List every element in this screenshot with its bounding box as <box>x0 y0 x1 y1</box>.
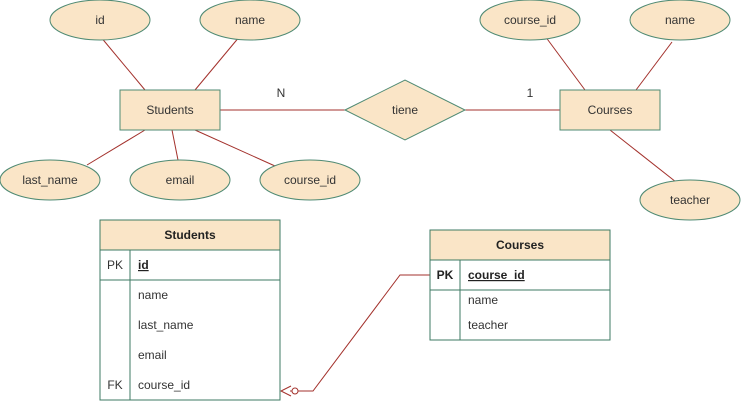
attr-courses-name <box>629 0 731 41</box>
attr-students-id <box>49 0 151 41</box>
attr-students-id-label: id <box>95 13 104 27</box>
table-students-header <box>99 219 281 251</box>
edge-courses-course-id <box>544 35 586 91</box>
cardinality-right: 1 <box>527 86 534 100</box>
attr-students-email-label: email <box>166 173 195 187</box>
attr-students-course-id-label: course_id <box>284 173 336 187</box>
connectors <box>86 35 677 397</box>
edge-courses-name <box>635 41 673 91</box>
crows-foot-many <box>279 385 292 397</box>
edge-students-last-name <box>86 129 146 166</box>
edge-students-name <box>194 35 241 91</box>
table-courses-title: Courses <box>496 238 544 252</box>
table-courses-pk-field: course_id <box>468 268 525 282</box>
cardinality-left: N <box>277 86 286 100</box>
er-students-group: Students id name last_name email course_… <box>0 0 361 201</box>
entity-students <box>119 89 221 131</box>
edge-students-email <box>171 129 179 161</box>
edge-fk-relationship <box>290 274 430 392</box>
er-courses-group: Courses course_id name teacher <box>479 0 741 221</box>
table-students-field-email: email <box>138 348 167 362</box>
crows-foot-zero <box>291 387 299 395</box>
relationship-label: tiene <box>392 103 418 117</box>
table-students-field-course-id: course_id <box>138 378 190 392</box>
table-courses-field-name: name <box>468 293 498 307</box>
table-students-fk-key: FK <box>107 378 122 392</box>
table-students-field-name: name <box>138 288 168 302</box>
attr-students-email <box>129 159 231 201</box>
attr-courses-name-label: name <box>665 13 695 27</box>
relationship-diamond <box>343 79 467 141</box>
attr-courses-teacher-label: teacher <box>670 193 710 207</box>
entity-courses <box>559 89 661 131</box>
attr-students-name-label: name <box>235 13 265 27</box>
table-courses-pk-key: PK <box>437 268 454 282</box>
edge-students-id <box>99 35 146 91</box>
attr-students-name <box>199 0 301 41</box>
attr-courses-course-id <box>479 0 581 41</box>
table-students: Students PK id name last_name email FK c… <box>99 219 281 401</box>
table-students-title: Students <box>164 228 216 242</box>
table-courses-field-teacher: teacher <box>468 318 508 332</box>
entity-students-label: Students <box>146 103 193 117</box>
attr-students-course-id <box>259 159 361 201</box>
edge-students-course-id <box>194 129 276 167</box>
attr-courses-course-id-label: course_id <box>504 13 556 27</box>
table-students-pk-field: id <box>138 258 149 272</box>
entity-courses-label: Courses <box>588 103 633 117</box>
table-students-pk-key: PK <box>107 258 123 272</box>
table-students-field-last-name: last_name <box>138 318 194 332</box>
edge-courses-teacher <box>609 129 677 183</box>
attr-students-last-name <box>0 159 101 201</box>
attr-courses-teacher <box>639 179 741 221</box>
er-relation-group: tiene N 1 <box>277 79 534 141</box>
table-courses: Courses PK course_id name teacher <box>429 229 611 341</box>
attr-students-last-name-label: last_name <box>22 173 78 187</box>
